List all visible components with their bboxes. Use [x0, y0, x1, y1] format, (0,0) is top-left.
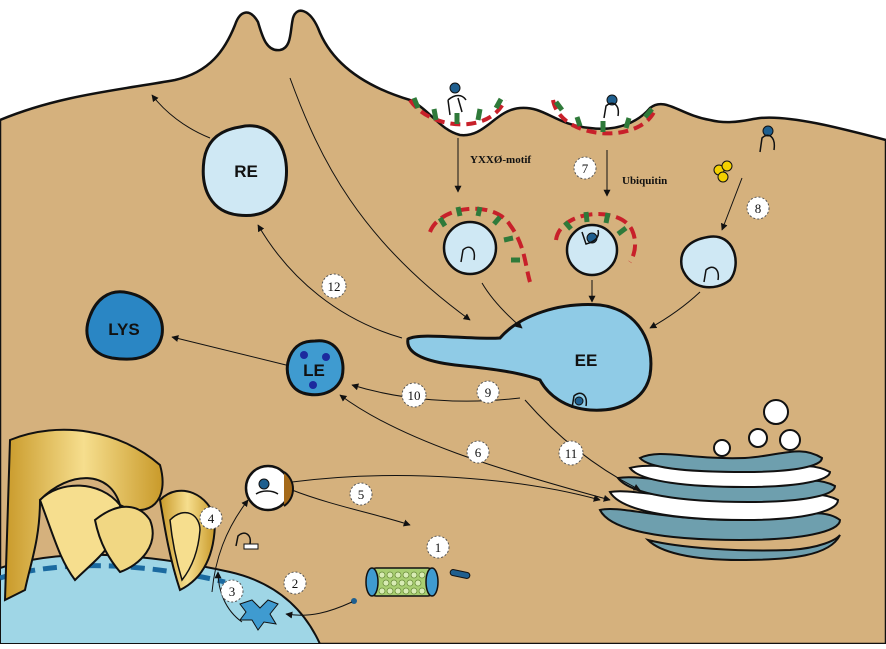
step-marker-8: 8: [746, 196, 770, 220]
le-label: LE: [303, 361, 325, 380]
arrow-5: [291, 489, 411, 527]
step-markers: 1 2 3 4 5 6 7 8 9 10 11 12: [199, 156, 770, 603]
arrow-2: [285, 601, 353, 619]
pathway-arrows: [151, 77, 743, 623]
step-marker-5: 5: [349, 482, 373, 506]
ee-label: EE: [575, 351, 598, 370]
arrow-re-to-membrane: [151, 94, 211, 139]
arrow-le-to-lys: [171, 335, 287, 366]
svg-text:10: 10: [408, 388, 421, 403]
uncoated-vesicle: [679, 235, 737, 289]
step-marker-1: 1: [426, 535, 450, 559]
ee-ligand-dot: [574, 396, 584, 406]
golgi-apparatus: [598, 428, 842, 562]
arrow-8: [720, 177, 743, 231]
er-exit-vesicle: [244, 464, 294, 512]
nucleus: [0, 553, 322, 645]
step-marker-11: 11: [558, 440, 584, 466]
ubiquitin-label: Ubiquitin: [622, 175, 667, 187]
le-cargo-dot: [300, 351, 308, 359]
step-marker-6: 6: [466, 440, 490, 464]
le-cargo-dot: [322, 353, 330, 361]
arrow-3: [214, 571, 243, 623]
svg-text:12: 12: [328, 279, 341, 294]
svg-text:8: 8: [755, 201, 762, 216]
svg-text:7: 7: [582, 161, 589, 176]
coated-vesicle-2: [554, 211, 638, 277]
coated-vesicle-1: [428, 206, 532, 283]
svg-text:5: 5: [358, 487, 365, 502]
step-marker-3: 3: [220, 579, 244, 603]
clathrin-pit-2: [551, 94, 657, 136]
svg-text:1: 1: [435, 540, 442, 555]
arrow-12: [257, 224, 403, 339]
arrow-membrane-to-ee: [289, 77, 471, 321]
lysosome: [85, 290, 164, 361]
step-marker-10: 10: [401, 382, 427, 408]
arrow-6: [339, 394, 611, 502]
svg-text:3: 3: [229, 584, 236, 599]
arrow-v3-to-ee: [649, 291, 701, 329]
clathrin-pit-1: [408, 82, 507, 127]
step-marker-9: 9: [476, 380, 500, 404]
step-marker-2: 2: [283, 571, 307, 595]
cargo-particles: [713, 160, 733, 183]
re-label: RE: [234, 162, 258, 181]
recycling-endosome: [201, 124, 288, 218]
lys-label: LYS: [108, 320, 140, 339]
svg-text:6: 6: [475, 445, 482, 460]
step-marker-12: 12: [321, 273, 347, 299]
step-marker-4: 4: [199, 506, 223, 530]
svg-text:9: 9: [485, 385, 492, 400]
golgi-vesicle: [763, 399, 789, 425]
le-cargo-dot: [309, 381, 317, 389]
arrow-erv-to-golgi: [291, 475, 601, 502]
proteasome: [351, 567, 471, 604]
yxxo-motif-label: YXXØ-motif: [470, 154, 531, 166]
svg-text:2: 2: [292, 576, 299, 591]
early-endosome: [406, 303, 653, 412]
uncoated-pit: [759, 125, 776, 153]
arrow-4: [211, 499, 249, 593]
svg-text:11: 11: [565, 446, 578, 461]
arrow-v1-to-ee: [481, 282, 523, 329]
svg-text:4: 4: [208, 511, 215, 526]
step-marker-7: 7: [573, 156, 597, 180]
